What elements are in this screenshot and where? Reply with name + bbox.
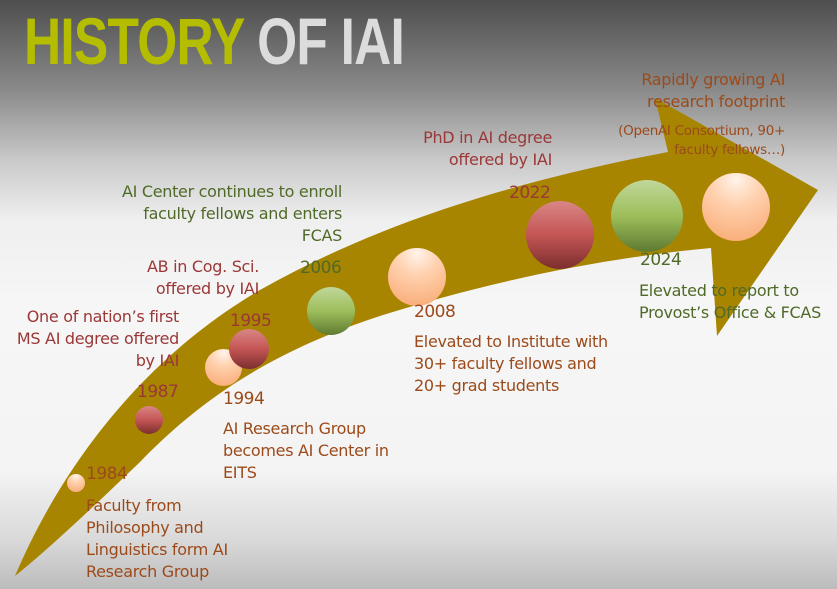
- milestone-dot-2024: [611, 180, 683, 252]
- milestone-text-2024: Elevated to report to Provost’s Office &…: [639, 281, 821, 322]
- milestone-text-2008: Elevated to Institute with 30+ faculty f…: [414, 332, 608, 395]
- milestone-text-future: Rapidly growing AI research footprint: [641, 70, 785, 111]
- milestone-text-2006: AI Center continues to enroll faculty fe…: [121, 182, 342, 245]
- year-2022: 2022: [509, 183, 551, 203]
- milestone-dot-1987: [135, 406, 163, 434]
- milestone-dot-2008: [388, 248, 446, 306]
- page-title: HISTORY OF IAI: [24, 4, 405, 78]
- milestone-text-2022: PhD in AI degree offered by IAI: [423, 128, 552, 169]
- year-1995: 1995: [230, 311, 272, 331]
- year-1987: 1987: [137, 382, 179, 402]
- year-2008: 2008: [414, 302, 456, 322]
- year-1984: 1984: [86, 464, 128, 484]
- milestone-dot-2006: [307, 287, 355, 335]
- year-2024: 2024: [640, 250, 682, 270]
- milestone-dot-1984: [67, 474, 85, 492]
- milestone-dot-2022: [526, 201, 594, 269]
- milestone-subtext-future: (OpenAI Consortium, 90+ faculty fellows……: [618, 123, 785, 158]
- milestone-text-1995: AB in Cog. Sci. offered by IAI: [147, 257, 259, 298]
- milestone-text-1994: AI Research Group becomes AI Center in E…: [223, 419, 389, 482]
- milestone-text-1984: Faculty from Philosophy and Linguistics …: [86, 496, 228, 581]
- year-1994: 1994: [223, 389, 265, 409]
- title-history: HISTORY: [24, 4, 244, 78]
- milestone-dot-future: [702, 173, 770, 241]
- year-2006: 2006: [300, 258, 342, 278]
- milestone-dot-1995: [229, 329, 269, 369]
- title-of-iai: OF IAI: [257, 4, 405, 78]
- milestone-text-1987: One of nation’s first MS AI degree offer…: [16, 307, 179, 370]
